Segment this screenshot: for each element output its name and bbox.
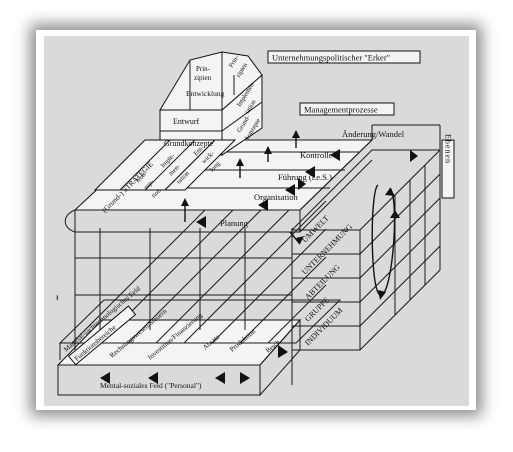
process-planning: Planung bbox=[220, 218, 249, 228]
draft-label: Entwurf bbox=[173, 117, 200, 126]
process-arrows bbox=[100, 130, 418, 384]
erker-title: Unternehmungspolitischer "Erker" bbox=[272, 53, 390, 63]
functional-areas-box bbox=[67, 305, 137, 366]
erker-title-box bbox=[267, 50, 421, 64]
material-field-plane bbox=[58, 299, 342, 360]
base-concepts-label: Grundkonzepte bbox=[164, 139, 214, 148]
process-leadership: Führung (i.e.S.) bbox=[278, 172, 332, 182]
levels-title: Ebenen bbox=[444, 134, 453, 164]
frame-posts bbox=[74, 228, 293, 385]
development-label: Entwicklung bbox=[186, 89, 225, 98]
scan-mark: ᵻ bbox=[56, 292, 59, 302]
principles-left-line1: Prin- bbox=[196, 65, 211, 73]
process-control: Kontrolle bbox=[300, 150, 333, 160]
level-loop-arrow bbox=[371, 184, 396, 300]
strategy-block bbox=[93, 139, 237, 191]
management-title-box bbox=[299, 102, 395, 116]
principles-left-line2: zipien bbox=[194, 74, 212, 82]
process-organisation: Organisation bbox=[254, 192, 299, 202]
management-title: Managementprozesse bbox=[304, 105, 378, 115]
mental-field-label: Mental-soziales Feld ("Personal") bbox=[100, 381, 202, 390]
process-change: Änderung/Wandel bbox=[342, 129, 405, 139]
levels-title-box bbox=[441, 139, 455, 199]
scan-annotation: · bbox=[392, 296, 394, 302]
